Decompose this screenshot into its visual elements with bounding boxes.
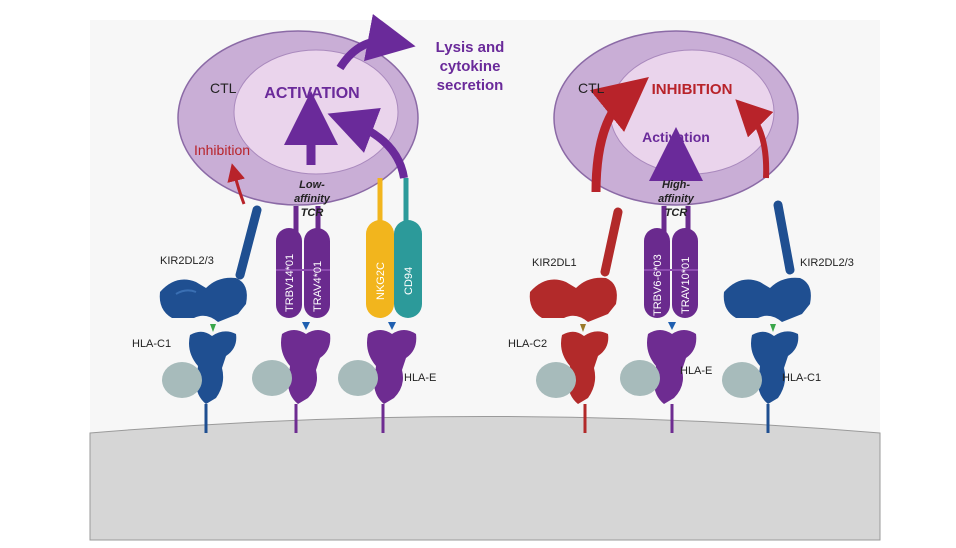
left-outcome-line-2: cytokine: [440, 58, 501, 75]
left-kir-label: KIR2DL2/3: [160, 255, 214, 267]
right-hla-c1-label: HLA-C1: [782, 372, 821, 384]
right-tcr: [644, 206, 698, 318]
right-kir2dl1-label: KIR2DL1: [532, 257, 577, 269]
right-trav-label: TRAV10*01: [680, 257, 692, 314]
right-hla-c1-molecule: [722, 324, 799, 404]
right-kir2dl23-label: KIR2DL2/3: [800, 257, 854, 269]
left-hla-e-molecule-1: [252, 322, 331, 404]
right-kir2dl1-receptor: [529, 207, 623, 322]
left-trbv-label: TRBV14*01: [284, 254, 296, 312]
left-nkg2c-cd94: [366, 178, 422, 318]
right-hla-e-molecule: [620, 322, 697, 404]
left-tcr: [276, 206, 330, 318]
left-tcr-label-line-3: TCR: [301, 207, 324, 219]
left-kir-receptor: [159, 205, 262, 322]
left-hla-e-molecule-2: [338, 322, 417, 404]
left-hla-c1-molecule: [162, 324, 237, 404]
left-tcr-label-line-2: affinity: [294, 193, 331, 205]
left-cd94-label: CD94: [403, 267, 415, 295]
left-inhibition-label: Inhibition: [194, 142, 250, 158]
left-nkg2c-activation-arrow: [327, 107, 408, 179]
right-kir2dl23-inhibition-arrow: [735, 99, 774, 179]
right-activation-label: Activation: [642, 129, 710, 145]
right-kir2dl1-inhibition-arrow: [590, 76, 649, 193]
left-tcr-label-line-1: Low-: [299, 179, 325, 191]
left-outcome-line-1: Lysis and: [436, 39, 505, 56]
left-trav-label: TRAV4*01: [312, 261, 324, 312]
left-activation-label: ACTIVATION: [264, 85, 359, 102]
right-inhibition-label: INHIBITION: [652, 81, 733, 98]
target-cell-membrane: [89, 416, 881, 541]
right-kir2dl23-receptor: [723, 200, 811, 322]
left-ctl-label: CTL: [210, 80, 237, 96]
right-tcr-label-line-1: High-: [662, 179, 690, 191]
right-tcr-label-line-2: affinity: [658, 193, 695, 205]
right-hla-c2-molecule: [536, 324, 609, 404]
right-ctl-label: CTL: [578, 80, 605, 96]
right-tcr-label-line-3: TCR: [665, 207, 688, 219]
right-trbv-label: TRBV6-6*03: [652, 254, 664, 316]
left-nkg2c-label: NKG2C: [375, 262, 387, 300]
left-hla-e-label: HLA-E: [404, 372, 436, 384]
right-hla-e-label: HLA-E: [680, 365, 712, 377]
left-hla-c-label: HLA-C1: [132, 338, 171, 350]
left-outcome-line-3: secretion: [437, 77, 504, 94]
left-inhibition-arrow: [227, 163, 246, 205]
left-lysis-arrow: [336, 13, 416, 71]
right-hla-c2-label: HLA-C2: [508, 338, 547, 350]
